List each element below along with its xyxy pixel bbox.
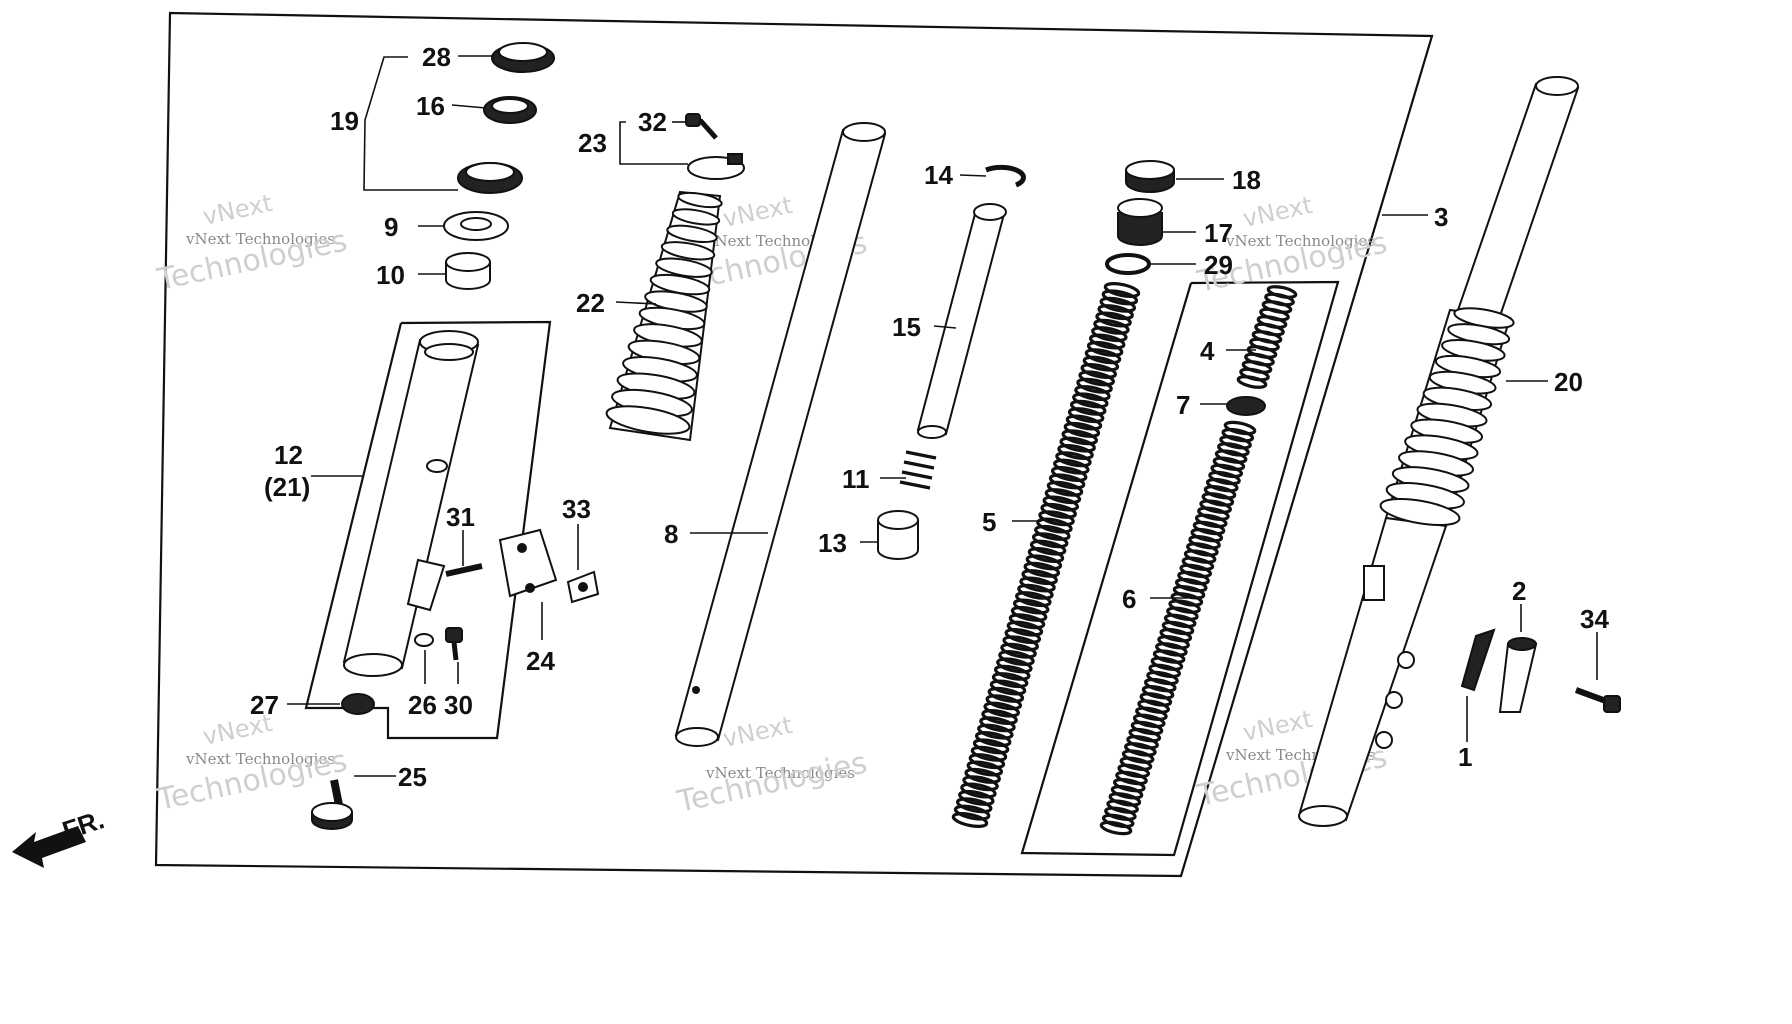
callout-20: 20 bbox=[1554, 367, 1583, 397]
callout-3: 3 bbox=[1434, 202, 1448, 232]
part-9-washer bbox=[443, 211, 509, 241]
subframe-spring-group bbox=[1020, 280, 1340, 857]
callout-27: 27 bbox=[250, 690, 279, 720]
part-6-spring bbox=[1099, 420, 1257, 836]
callout-5: 5 bbox=[982, 507, 996, 537]
callout-25: 25 bbox=[398, 762, 427, 792]
callout-14: 14 bbox=[924, 160, 953, 190]
part-22-fork-boot bbox=[605, 190, 723, 442]
callout-11: 11 bbox=[842, 464, 870, 494]
callout-24: 24 bbox=[526, 646, 555, 676]
callout-33: 33 bbox=[562, 494, 591, 524]
callout-30: 30 bbox=[444, 690, 473, 720]
callout-2: 2 bbox=[1512, 576, 1526, 606]
part-1-bracket bbox=[1460, 628, 1496, 692]
callout-labels: 28 16 19 9 10 32 23 22 14 15 11 13 8 18 … bbox=[250, 42, 1609, 792]
part-4-short-spring bbox=[1236, 285, 1298, 389]
part-34-flange-bolt bbox=[1574, 687, 1621, 713]
part-16-clip bbox=[483, 96, 537, 124]
part-26-washer bbox=[414, 633, 434, 647]
callout-23: 23 bbox=[578, 128, 607, 158]
part-32-bolt bbox=[685, 113, 718, 140]
callout-13: 13 bbox=[818, 528, 847, 558]
leader-lines bbox=[287, 55, 1598, 777]
part-27-drain-plug bbox=[341, 693, 375, 715]
part-18-fork-cap bbox=[1125, 160, 1175, 193]
svg-text:vNext: vNext bbox=[720, 711, 794, 753]
svg-text:vNext: vNext bbox=[720, 191, 794, 233]
svg-text:vNext Technologies: vNext Technologies bbox=[1225, 232, 1375, 250]
part-19-oil-seal bbox=[457, 162, 523, 194]
callout-9: 9 bbox=[384, 212, 398, 242]
svg-text:vNext Technologies: vNext Technologies bbox=[705, 764, 855, 782]
part-15-piston bbox=[916, 203, 1007, 439]
part-8-fork-pipe bbox=[674, 122, 887, 747]
part-5-fork-spring bbox=[951, 282, 1141, 828]
part-7-spacer bbox=[1226, 396, 1266, 416]
part-28-dust-seal bbox=[491, 42, 555, 73]
callout-32: 32 bbox=[638, 107, 667, 137]
callout-31: 31 bbox=[446, 502, 475, 532]
outer-frame bbox=[154, 11, 1434, 878]
part-10-bushing bbox=[445, 252, 491, 290]
part-25-socket-bolt bbox=[311, 779, 353, 830]
callout-34: 34 bbox=[1580, 604, 1609, 634]
part-2-pipe-clamp bbox=[1498, 637, 1538, 713]
svg-text:Technologies: Technologies bbox=[673, 746, 870, 821]
callout-10: 10 bbox=[376, 260, 405, 290]
callout-22: 22 bbox=[576, 288, 605, 318]
callout-12: 12 bbox=[274, 440, 303, 470]
callout-8: 8 bbox=[664, 519, 678, 549]
callout-29: 29 bbox=[1204, 250, 1233, 280]
callout-17: 17 bbox=[1204, 218, 1233, 248]
part-12-outer-tube bbox=[342, 330, 480, 677]
callout-18: 18 bbox=[1232, 165, 1261, 195]
part-11-rebound-spring bbox=[899, 450, 937, 490]
svg-text:vNext: vNext bbox=[200, 189, 274, 231]
callout-1: 1 bbox=[1458, 742, 1472, 772]
callout-16: 16 bbox=[416, 91, 445, 121]
callout-15: 15 bbox=[892, 312, 921, 342]
callout-4: 4 bbox=[1200, 336, 1215, 366]
direction-label: FR. bbox=[59, 804, 108, 845]
part-31-stud-bolt bbox=[445, 563, 483, 577]
callout-6: 6 bbox=[1122, 584, 1136, 614]
watermark-4: vNext Technologies Technologies vNext bbox=[153, 709, 350, 818]
callout-19: 19 bbox=[330, 106, 359, 136]
part-29-o-ring bbox=[1105, 253, 1151, 275]
callout-26: 26 bbox=[408, 690, 437, 720]
svg-text:vNext: vNext bbox=[1240, 191, 1314, 233]
part-33-nut bbox=[566, 570, 600, 604]
callout-7: 7 bbox=[1176, 390, 1190, 420]
part-13-lock-piece bbox=[877, 510, 919, 560]
part-23-clamp bbox=[687, 153, 745, 180]
callout-28: 28 bbox=[422, 42, 451, 72]
part-30-bolt bbox=[445, 627, 463, 661]
part-24-axle-holder bbox=[498, 528, 558, 598]
part-14-snap-ring bbox=[985, 164, 1026, 188]
svg-text:vNext Technologies: vNext Technologies bbox=[185, 230, 335, 248]
svg-text:vNext Technologies: vNext Technologies bbox=[185, 750, 335, 768]
subframe-outer-tube bbox=[304, 320, 552, 740]
watermark-1: vNext Technologies Technologies vNext bbox=[153, 189, 350, 298]
part-17-fork-bolt bbox=[1117, 198, 1163, 246]
front-direction-arrow: FR. bbox=[12, 804, 108, 868]
callout-21: (21) bbox=[264, 472, 310, 502]
svg-text:vNext: vNext bbox=[1240, 705, 1314, 747]
part-3-front-fork-assembly bbox=[1298, 76, 1580, 827]
